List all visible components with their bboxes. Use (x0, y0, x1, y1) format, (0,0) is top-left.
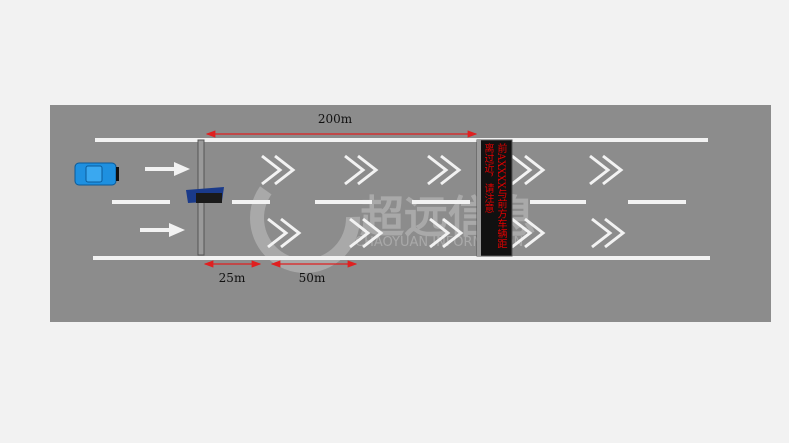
top-edge-line (95, 138, 708, 142)
chevron-mark (261, 154, 296, 186)
dimension-label-25m: 25m (219, 271, 246, 285)
chevron-mark (349, 217, 384, 249)
sign-line-1: 前AXXXX与前方车辆距 (495, 143, 506, 249)
center-dashed-line (112, 200, 686, 204)
chevron-mark (429, 217, 464, 249)
dimension-label-50m: 50m (299, 271, 326, 285)
dash-segment (232, 200, 270, 204)
dash-segment (315, 200, 372, 204)
bottom-edge-line (93, 256, 710, 260)
lane-arrow-lower (140, 223, 185, 237)
chevron-mark (267, 217, 302, 249)
dash-segment (628, 200, 686, 204)
camera-icon (186, 187, 224, 203)
chevron-mark (589, 154, 624, 186)
dimension-label-200m: 200m (318, 112, 353, 126)
chevron-mark (344, 154, 379, 186)
chevron-mark (591, 217, 626, 249)
chevron-markings (261, 154, 626, 249)
sign-line-2: 离过近，请注意 (482, 143, 493, 213)
car-icon (74, 162, 119, 186)
vms-sign (476, 139, 513, 257)
sign-message: 前AXXXX与前方车辆距离过近，请注意 (481, 143, 507, 255)
dash-segment (530, 200, 586, 204)
chevron-mark (511, 217, 546, 249)
chevron-mark (427, 154, 462, 186)
dash-segment (112, 200, 170, 204)
chevron-mark (511, 154, 546, 186)
lane-arrow-upper (145, 162, 190, 176)
dash-segment (412, 200, 470, 204)
